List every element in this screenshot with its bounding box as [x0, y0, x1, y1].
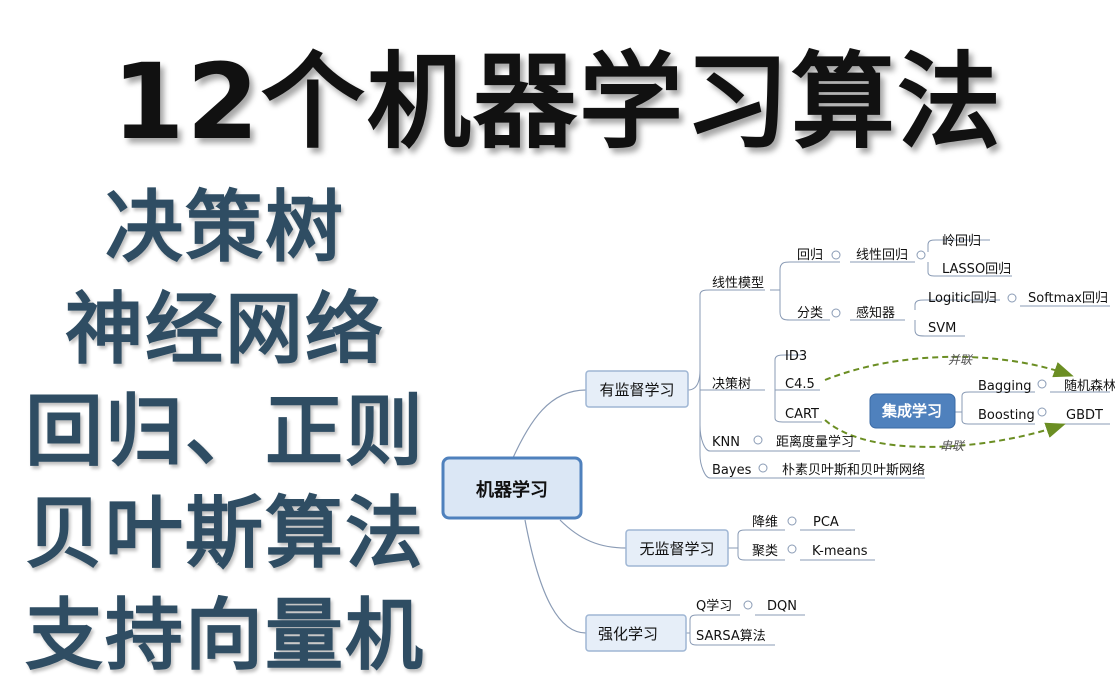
collapse-icon[interactable] — [916, 250, 926, 260]
boosting-node[interactable]: Boosting — [978, 408, 1035, 423]
root-node[interactable] — [441, 456, 583, 520]
clustering-node[interactable]: 聚类 — [752, 544, 778, 559]
decision-tree-node[interactable]: 决策树 — [712, 376, 751, 392]
bayes-child-node[interactable]: 朴素贝叶斯和贝叶斯网络 — [782, 462, 925, 478]
page-title: 12个机器学习算法 — [112, 41, 1003, 163]
parallel-label: 并联 — [948, 353, 974, 367]
topic-svm: 支持向量机 — [24, 591, 425, 681]
regression-node[interactable]: 回归 — [797, 248, 823, 263]
cart-node[interactable]: CART — [785, 407, 819, 422]
parallel-arrow — [824, 355, 1074, 381]
bagging-node[interactable]: Bagging — [978, 379, 1032, 394]
collapse-icon[interactable] — [1037, 407, 1047, 417]
id3-node[interactable]: ID3 — [785, 349, 807, 364]
collapse-icon[interactable] — [787, 516, 797, 526]
collapse-icon[interactable] — [831, 308, 841, 318]
other-connectors — [686, 529, 875, 646]
collapse-icon[interactable] — [758, 463, 768, 473]
ridge-node[interactable]: 岭回归 — [942, 234, 981, 249]
gbdt-node[interactable]: GBDT — [1066, 408, 1103, 423]
random-forest-node[interactable]: 随机森林 — [1064, 379, 1115, 394]
softmax-node[interactable]: Softmax回归 — [1028, 291, 1108, 306]
linear-regression-node[interactable]: 线性回归 — [856, 248, 908, 263]
topic-neural-network: 神经网络 — [64, 285, 385, 375]
topic-bayes: 贝叶斯算法 — [24, 489, 425, 579]
c45-node[interactable]: C4.5 — [785, 377, 815, 392]
serial-label: 串联 — [940, 439, 966, 453]
unsupervised-node[interactable] — [625, 529, 729, 567]
collapse-icons[interactable] — [743, 250, 1047, 610]
svm-node[interactable]: SVM — [928, 321, 956, 336]
serial-arrow — [824, 419, 1066, 448]
lasso-node[interactable]: LASSO回归 — [942, 262, 1011, 277]
dqn-node[interactable]: DQN — [767, 599, 797, 614]
topic-regression-regularization: 回归、正则 — [24, 387, 425, 477]
collapse-icon[interactable] — [753, 435, 763, 445]
reinforcement-label: 强化学习 — [598, 625, 658, 643]
q-learning-node[interactable]: Q学习 — [696, 598, 732, 614]
collapse-icon[interactable] — [743, 600, 753, 610]
topic-decision-tree: 决策树 — [104, 183, 345, 273]
sarsa-node[interactable]: SARSA算法 — [696, 629, 766, 644]
perceptron-node[interactable]: 感知器 — [856, 305, 895, 321]
linear-model-node[interactable]: 线性模型 — [712, 276, 764, 291]
logistic-node[interactable]: Logitic回归 — [928, 291, 997, 306]
supervised-label: 有监督学习 — [599, 381, 674, 399]
dim-reduction-node[interactable]: 降维 — [752, 515, 778, 530]
classification-node[interactable]: 分类 — [797, 306, 823, 321]
supervised-node[interactable] — [585, 370, 689, 408]
collapse-icon[interactable] — [787, 544, 797, 554]
ensemble-node[interactable] — [869, 393, 956, 429]
collapse-icon[interactable] — [1007, 293, 1017, 303]
supervised-connectors — [687, 239, 1110, 479]
unsupervised-label: 无监督学习 — [639, 540, 714, 558]
bayes-node[interactable]: Bayes — [712, 463, 752, 478]
reinforcement-node[interactable] — [585, 614, 687, 652]
knn-child-node[interactable]: 距离度量学习 — [776, 434, 854, 450]
root-node-label: 机器学习 — [476, 479, 548, 501]
root-connectors — [511, 389, 627, 634]
knn-node[interactable]: KNN — [712, 435, 740, 450]
collapse-icon[interactable] — [1037, 379, 1047, 389]
collapse-icon[interactable] — [831, 250, 841, 260]
pca-node[interactable]: PCA — [813, 515, 839, 530]
kmeans-node[interactable]: K-means — [812, 544, 868, 559]
ensemble-label: 集成学习 — [881, 402, 942, 420]
